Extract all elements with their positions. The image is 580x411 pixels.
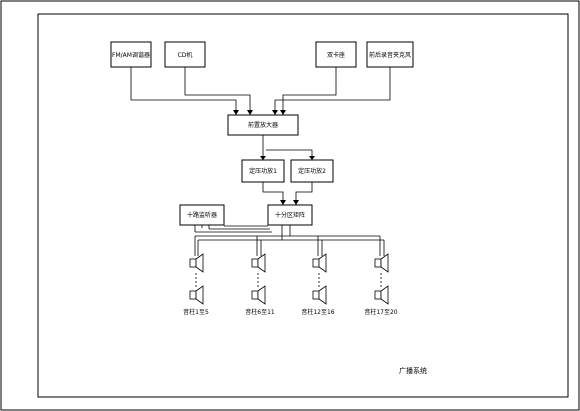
inner-frame [37,13,569,398]
speaker-icon [251,285,266,305]
microphone-block: 前后录音夹克风 [366,41,414,68]
speaker-group-4-label: 音柱17至20 [364,308,397,316]
speaker-icon [312,285,327,305]
cd-player-block: CD机 [164,41,206,68]
microphone-label: 前后录音夹克风 [369,51,411,59]
speaker-group-2-label: 音柱6至11 [245,308,275,316]
preamp-label: 前置放大器 [248,121,278,129]
monitor-block: 十路监听器 [179,204,225,226]
speaker-icon [374,285,389,305]
tuner-label: FM/AM调谐器 [112,51,150,59]
speaker-icon [312,253,327,273]
monitor-label: 十路监听器 [187,211,217,219]
source-wires [130,67,391,115]
cassette-deck-block: 双卡座 [315,41,357,68]
tuner-block: FM/AM调谐器 [110,41,152,68]
speaker-group-1: 音柱1至5 [183,253,209,316]
diagram-title: 广播系统 [399,366,427,375]
preamp-block: 前置放大器 [227,114,299,136]
amplifier-1-label: 定压功放1 [249,167,277,175]
zone-router-label: 十分区矩阵 [275,211,305,219]
cd-player-label: CD机 [178,51,193,59]
amp-to-router-wires [262,182,313,205]
speaker-icon [189,253,204,273]
speaker-group-4: 音柱17至20 [364,253,398,316]
speaker-group-2: 音柱6至11 [245,253,275,316]
amplifier-1-block: 定压功放1 [241,159,285,183]
amplifier-2-block: 定压功放2 [290,159,334,183]
speaker-bus [194,225,385,256]
speaker-icon [251,253,266,273]
zone-router-block: 十分区矩阵 [267,204,313,226]
speaker-group-3-label: 音柱12至16 [301,308,334,316]
speaker-icon [189,285,204,305]
monitor-bus [194,225,272,233]
speaker-icon [374,253,389,273]
cassette-deck-label: 双卡座 [327,51,345,59]
amplifier-2-label: 定压功放2 [298,167,326,175]
preamp-to-amp-wires [260,135,315,160]
speaker-group-1-label: 音柱1至5 [183,308,209,316]
speaker-group-3: 音柱12至16 [301,253,335,316]
